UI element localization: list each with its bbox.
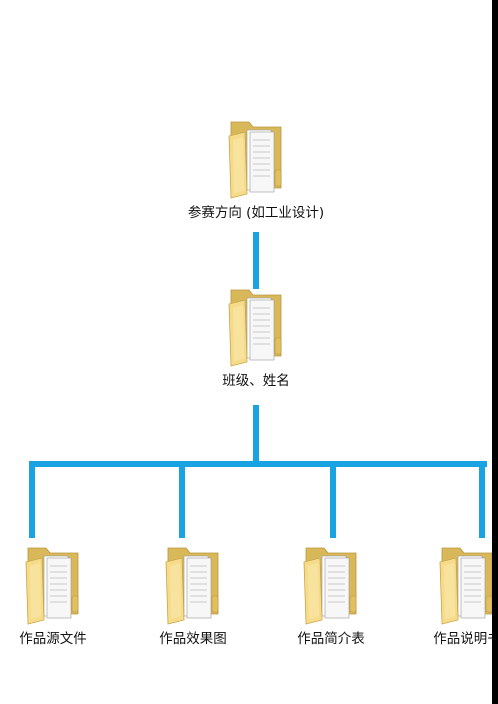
folder-label: 班级、姓名 (222, 373, 290, 389)
connector-root-to-middle (253, 232, 259, 289)
child-folder-node-summary-form[interactable]: 作品简介表 (266, 544, 396, 648)
folder-label: 作品简介表 (297, 631, 365, 647)
connector-to-child-4 (479, 461, 485, 538)
right-edge-border (492, 0, 498, 704)
child-folder-node-manual[interactable]: 作品说明书 (402, 544, 498, 648)
folder-icon (300, 544, 362, 626)
folder-icon (162, 544, 224, 626)
student-folder-node[interactable]: 班级、姓名 (191, 286, 321, 390)
folder-label: 作品效果图 (159, 631, 227, 647)
connector-to-child-1 (29, 461, 35, 538)
folder-icon (436, 544, 498, 626)
folder-label: 参赛方向 (如工业设计) (187, 205, 325, 221)
connector-to-child-2 (179, 461, 185, 538)
folder-icon (225, 118, 287, 200)
connector-to-child-3 (330, 461, 336, 538)
folder-label: 作品说明书 (433, 631, 498, 647)
connector-middle-to-bus (253, 405, 259, 466)
folder-icon (22, 544, 84, 626)
child-folder-node-renderings[interactable]: 作品效果图 (128, 544, 258, 648)
child-folder-node-source-files[interactable]: 作品源文件 (0, 544, 118, 648)
connector-horizontal-bus (29, 461, 487, 467)
root-folder-node[interactable]: 参赛方向 (如工业设计) (187, 118, 325, 222)
folder-icon (225, 286, 287, 368)
folder-label: 作品源文件 (19, 631, 87, 647)
